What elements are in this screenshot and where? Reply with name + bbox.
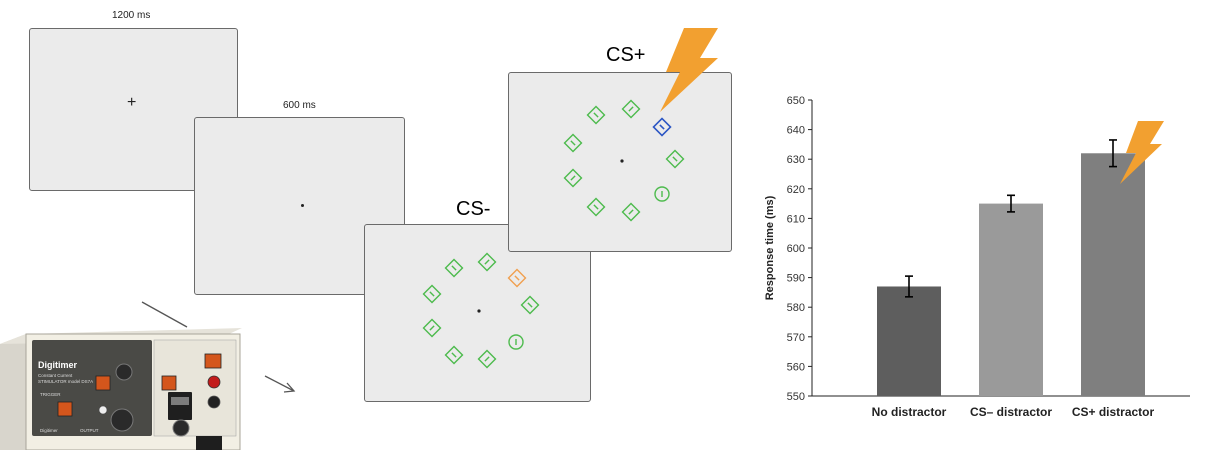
y-tick-label: 630	[787, 154, 805, 166]
fixation-cross: +	[127, 94, 137, 111]
cs-minus-singleton	[507, 268, 527, 288]
device-power-switch	[204, 353, 222, 369]
device-maker: Digitimer	[40, 428, 58, 433]
fixation-dot	[620, 159, 624, 163]
arrow-icon	[264, 375, 296, 393]
y-tick-label: 600	[787, 243, 805, 255]
digitimer-stimulator-image: Digitimer Constant Current STIMULATOR mo…	[0, 328, 242, 450]
x-tick-labels: No distractor CS– distractor CS+ distracto…	[872, 405, 1155, 419]
device-brand: Digitimer	[38, 360, 78, 370]
x-tick-label: CS– distractor	[970, 405, 1052, 419]
device-cable	[196, 436, 222, 450]
device-output-label: OUTPUT	[80, 428, 99, 433]
bar	[1081, 153, 1145, 396]
error-bars	[905, 139, 1117, 298]
x-tick-label: CS+ distractor	[1072, 405, 1155, 419]
bar	[979, 203, 1043, 396]
search-array	[422, 252, 540, 369]
device-current-knob	[172, 419, 190, 437]
cs-plus-search-display	[563, 99, 685, 222]
fixation-dot	[477, 309, 481, 313]
y-tick-label: 640	[787, 125, 805, 137]
device-red-terminal	[207, 375, 221, 389]
device-knob-large	[110, 408, 134, 432]
y-tick-label: 610	[787, 213, 805, 225]
cs-minus-search-screen	[364, 224, 591, 402]
fixation-dot	[301, 204, 304, 207]
lightning-icon	[1120, 121, 1164, 184]
lightning-icon	[660, 28, 718, 112]
y-tick-label: 570	[787, 332, 805, 344]
cs-minus-search-display	[422, 252, 540, 369]
device-side	[0, 334, 26, 450]
device-black-terminal	[207, 395, 221, 409]
cs-minus-label: CS-	[456, 198, 491, 220]
device-trigger-button	[57, 401, 73, 417]
y-tick-label: 650	[787, 95, 805, 107]
x-tick-label: No distractor	[872, 405, 947, 419]
cs-plus-singleton	[652, 117, 672, 137]
device-switch-2	[161, 375, 177, 391]
y-tick-label: 620	[787, 184, 805, 196]
y-tick-label: 580	[787, 302, 805, 314]
y-tick-label: 590	[787, 273, 805, 285]
device-knob-small	[115, 363, 133, 381]
device-display-digits	[171, 397, 189, 405]
y-tick-label: 550	[787, 391, 805, 403]
device-trigger-label: TRIGGER	[40, 392, 61, 397]
device-line2: STIMULATOR model DS7A	[38, 379, 93, 384]
y-tick-label: 560	[787, 361, 805, 373]
cs-plus-label: CS+	[606, 44, 646, 66]
device-output-socket	[98, 405, 108, 415]
device-line1: Constant Current	[38, 373, 73, 378]
cs-plus-search-screen	[508, 72, 732, 252]
arrow-line	[141, 301, 188, 328]
duration-label-2: 600 ms	[283, 100, 316, 111]
duration-label-1: 1200 ms	[112, 10, 151, 21]
bar	[877, 286, 941, 396]
device-mode-switch	[95, 375, 111, 391]
search-array	[563, 99, 685, 222]
bars	[877, 153, 1145, 396]
y-ticks: 550 560 570 580 590 600 610 620 630 640 650	[787, 95, 812, 403]
y-axis-label: Response time (ms)	[764, 195, 776, 300]
